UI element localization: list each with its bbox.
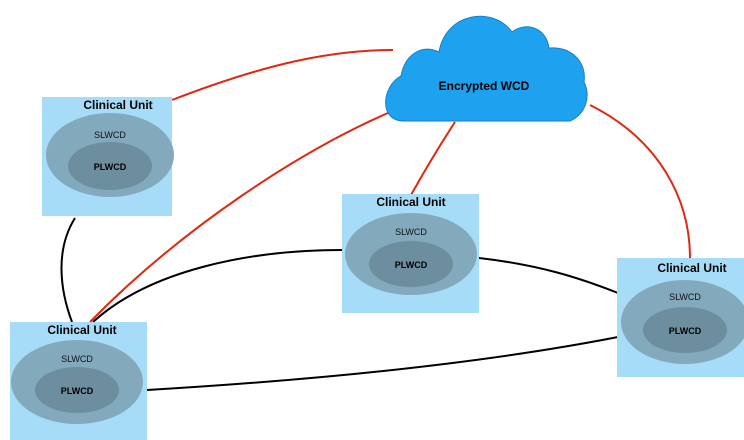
clinical-unit-right: Clinical Unit SLWCD PLWCD bbox=[617, 258, 744, 377]
slwcd-label: SLWCD bbox=[61, 354, 93, 364]
slwcd-label: SLWCD bbox=[94, 130, 126, 140]
plwcd-label: PLWCD bbox=[61, 386, 94, 396]
peer-links bbox=[60, 217, 619, 391]
plwcd-ellipse bbox=[68, 142, 152, 190]
plwcd-label: PLWCD bbox=[94, 162, 127, 172]
clinical-unit-title: Clinical Unit bbox=[83, 98, 152, 112]
clinical-unit-top-left: Clinical Unit SLWCD PLWCD bbox=[42, 97, 174, 216]
cloud-label: Encrypted WCD bbox=[439, 79, 530, 93]
plwcd-label: PLWCD bbox=[395, 260, 428, 270]
clinical-unit-bottom-left: Clinical Unit SLWCD PLWCD bbox=[10, 322, 147, 440]
plwcd-ellipse bbox=[369, 241, 453, 287]
clinical-unit-title: Clinical Unit bbox=[657, 261, 726, 275]
clinical-unit-title: Clinical Unit bbox=[47, 323, 116, 337]
cloud-icon bbox=[385, 15, 588, 122]
plwcd-ellipse bbox=[643, 307, 727, 353]
peer-link-bottomleft-center bbox=[92, 249, 343, 323]
cloud-link-top-left bbox=[171, 49, 394, 101]
clinical-unit-center: Clinical Unit SLWCD PLWCD bbox=[342, 194, 479, 313]
peer-link-topleft-bottomleft bbox=[60, 217, 76, 323]
cloud-links bbox=[89, 49, 691, 323]
peer-link-bottomleft-right bbox=[146, 336, 619, 391]
plwcd-ellipse bbox=[35, 367, 119, 413]
peer-link-center-right bbox=[478, 257, 619, 294]
cloud-link-bottom-left bbox=[89, 109, 396, 323]
cloud-link-right bbox=[589, 104, 691, 259]
clinical-unit-title: Clinical Unit bbox=[376, 195, 445, 209]
slwcd-label: SLWCD bbox=[395, 227, 427, 237]
plwcd-label: PLWCD bbox=[669, 326, 702, 336]
encrypted-wcd-cloud: Encrypted WCD bbox=[385, 15, 588, 122]
cloud-link-center bbox=[410, 121, 456, 196]
slwcd-label: SLWCD bbox=[669, 292, 701, 302]
